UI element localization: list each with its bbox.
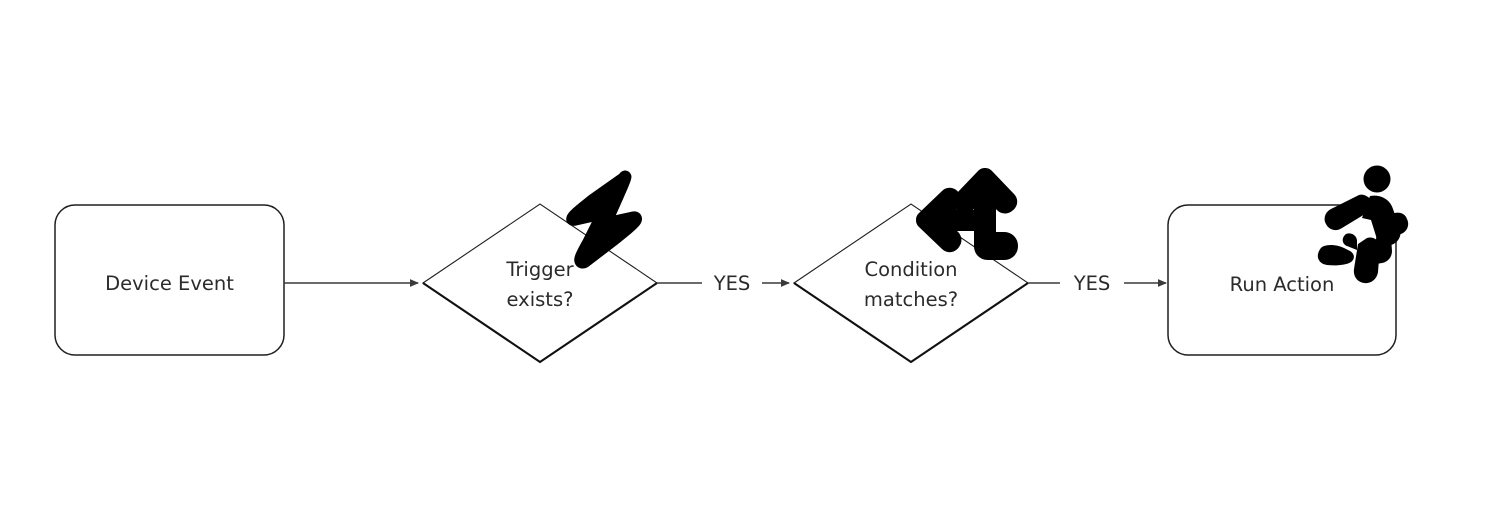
lightning-bolt-icon [566,170,643,269]
device-event-label: Device Event [105,272,234,295]
edge-3-label: YES [1073,272,1111,295]
branch-arrow-icon [916,168,1018,260]
condition-matches-label-line1: Condition [864,258,957,281]
running-person-icon [1317,165,1409,284]
trigger-exists-label-line2: exists? [507,288,574,311]
node-condition-matches[interactable]: Condition matches? [793,203,1029,364]
run-action-label: Run Action [1230,273,1335,296]
trigger-exists-label-line1: Trigger [505,258,574,281]
edge-condition-to-run-action: YES [1028,272,1167,295]
node-run-action[interactable]: Run Action [1167,204,1397,356]
device-event-shape[interactable] [54,204,285,356]
condition-matches-shape-accent [793,282,1029,364]
trigger-exists-shape-accent [422,282,658,364]
node-device-event[interactable]: Device Event [54,204,285,356]
condition-matches-label-line2: matches? [864,288,958,311]
edge-2-label: YES [713,272,751,295]
edge-trigger-to-condition: YES [657,272,790,295]
run-action-shape[interactable] [1167,204,1397,356]
